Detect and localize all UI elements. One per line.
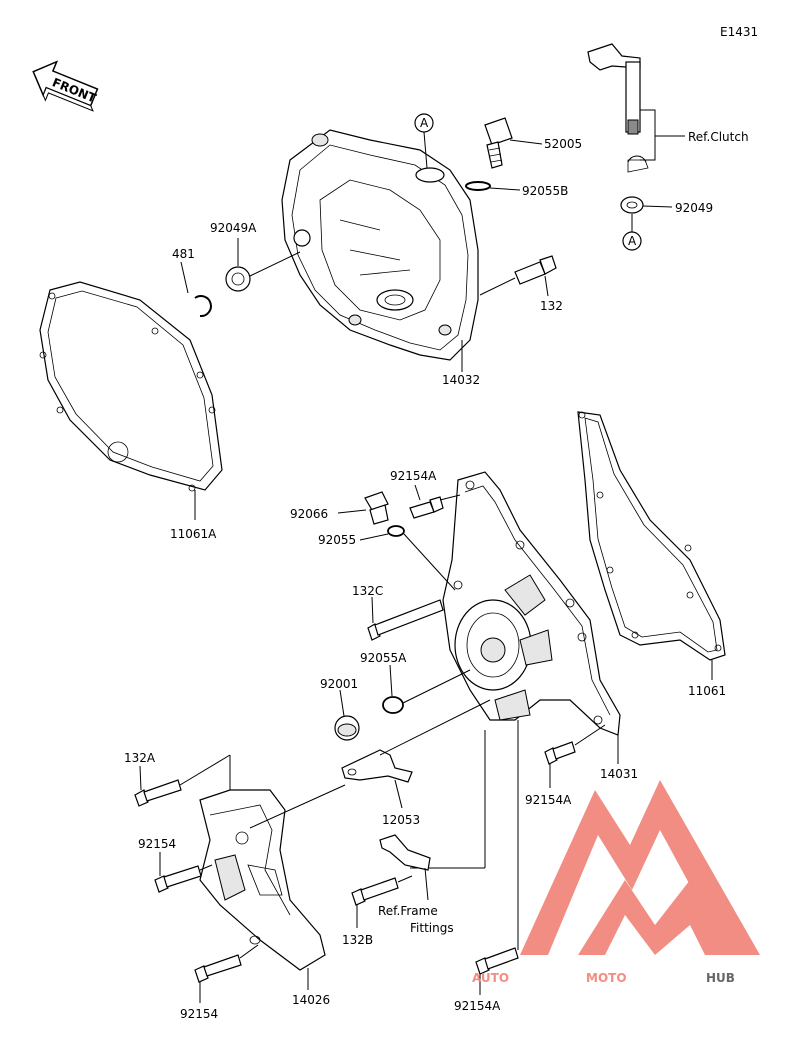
diagram-id: E1431 (720, 25, 758, 39)
clutch-cover (281, 129, 479, 361)
label-14031: 14031 (600, 767, 638, 781)
frame-fitting-bracket (379, 834, 431, 871)
label-92055: 92055 (318, 533, 356, 547)
drain-plug-92066 (364, 491, 389, 525)
oil-seal-92049 (620, 196, 644, 214)
gasket-11061 (577, 411, 726, 661)
bolt-92154a-mid (544, 741, 576, 765)
clutch-release-shaft (587, 43, 649, 173)
label-481: 481 (172, 247, 195, 261)
ref-a-top-label: A (420, 116, 429, 130)
ref-a-right-label: A (628, 234, 637, 248)
label-92066: 92066 (290, 507, 328, 521)
bolt-92154a-top (409, 496, 444, 519)
front-arrow-icon: FRONT (32, 60, 99, 112)
circlip-481 (194, 295, 212, 318)
plug-92001 (334, 715, 360, 741)
label-14032: 14032 (442, 373, 480, 387)
o-ring-92055 (387, 525, 405, 537)
label-11061a: 11061A (170, 527, 217, 541)
logo-text-hub: HUB (706, 971, 735, 985)
bolt-132b (351, 877, 399, 906)
label-92055a: 92055A (360, 651, 407, 665)
logo-text-moto: MOTO (586, 971, 627, 985)
sprocket-cover-14026 (199, 789, 326, 971)
bracket-12053 (341, 749, 413, 783)
o-ring-92055b (465, 181, 491, 191)
logo-text-auto: AUTO (472, 971, 509, 985)
label-92154-bottom: 92154 (180, 1007, 218, 1021)
ref-a-marker-right (622, 231, 642, 251)
ref-clutch-label: Ref.Clutch (688, 130, 749, 144)
oil-filler-cap (484, 117, 513, 169)
bolt-92154-mid (154, 865, 202, 893)
o-ring-92055a (382, 696, 404, 714)
label-92049: 92049 (675, 201, 713, 215)
label-14026: 14026 (292, 993, 330, 1007)
bolt-92154-bottom (194, 954, 242, 983)
label-132a: 132A (124, 751, 156, 765)
label-92154-mid: 92154 (138, 837, 176, 851)
bolt-92154a-bottom (475, 947, 519, 975)
label-92154a-mid: 92154A (525, 793, 572, 807)
label-52005: 52005 (544, 137, 582, 151)
ref-frame-label-1: Ref.Frame (378, 904, 438, 918)
label-132b: 132B (342, 933, 373, 947)
label-92001: 92001 (320, 677, 358, 691)
generator-cover (442, 471, 621, 736)
automotohub-logo: AUTO MOTO HUB (472, 780, 760, 985)
bolt-132c (367, 599, 444, 641)
oil-seal-92049a (225, 266, 251, 292)
label-92049a: 92049A (210, 221, 257, 235)
ref-frame-label-2: Fittings (410, 921, 454, 935)
label-92055b: 92055B (522, 184, 568, 198)
label-12053: 12053 (382, 813, 420, 827)
label-11061: 11061 (688, 684, 726, 698)
bolt-132 (514, 255, 557, 285)
bolt-132a (134, 779, 182, 807)
label-132c: 132C (352, 584, 383, 598)
label-92154a-top: 92154A (390, 469, 437, 483)
gasket-11061a (39, 281, 223, 492)
label-132: 132 (540, 299, 563, 313)
label-92154a-bottom: 92154A (454, 999, 501, 1013)
